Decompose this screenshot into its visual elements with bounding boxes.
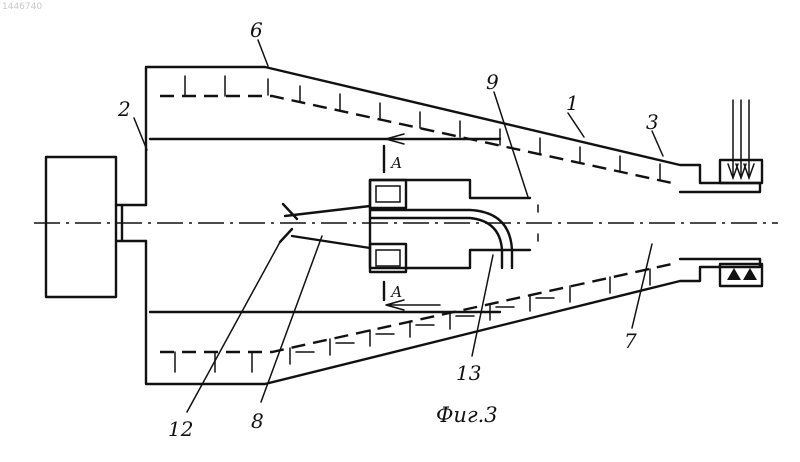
label-12: 12 — [168, 417, 193, 441]
feed-arrows-icon — [728, 100, 754, 178]
label-8: 8 — [251, 409, 264, 433]
bearing-lower-inner — [376, 250, 400, 266]
feed-tube — [285, 206, 370, 248]
drum-fins — [175, 76, 660, 372]
label-2: 2 — [117, 97, 131, 121]
label-1: 1 — [566, 91, 579, 115]
label-13: 13 — [456, 361, 481, 385]
label-7: 7 — [624, 329, 637, 353]
drive-block — [46, 157, 116, 297]
label-6: 6 — [250, 18, 263, 42]
feed-body — [370, 180, 530, 268]
arrow-lower-icon — [386, 300, 440, 310]
inner-drum-lower — [160, 264, 672, 352]
discharge-teeth-icon — [727, 268, 757, 280]
label-9: 9 — [486, 70, 499, 94]
section-mark-upper: А — [390, 154, 402, 172]
label-3: 3 — [646, 110, 659, 134]
arrow-upper-icon — [386, 134, 440, 144]
bearing-upper-inner — [376, 186, 400, 202]
figure-caption: Фиг.3 — [436, 403, 498, 427]
section-mark-lower: А — [390, 283, 402, 301]
watermark-number: 1446740 — [2, 2, 42, 12]
